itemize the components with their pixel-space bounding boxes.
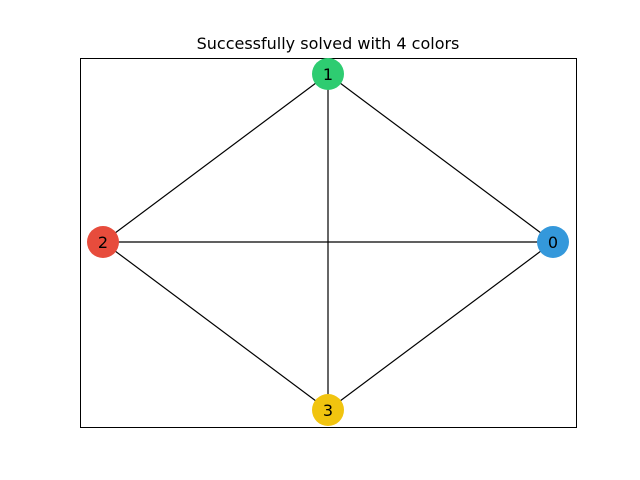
nodes-layer: 0 1 2 3 — [87, 58, 569, 426]
node-label-2: 2 — [98, 233, 108, 252]
node-circle-3 — [312, 394, 344, 426]
node-2: 2 — [87, 226, 119, 258]
node-circle-1 — [312, 58, 344, 90]
edge-0-1 — [327, 73, 554, 243]
node-1: 1 — [312, 58, 344, 90]
node-label-3: 3 — [323, 401, 333, 420]
figure-title: Successfully solved with 4 colors — [197, 34, 460, 53]
node-3: 3 — [312, 394, 344, 426]
node-circle-0 — [537, 226, 569, 258]
edge-2-3 — [102, 241, 329, 411]
node-label-1: 1 — [323, 65, 333, 84]
edge-1-2 — [102, 73, 329, 243]
node-0: 0 — [537, 226, 569, 258]
edges-layer — [102, 73, 554, 411]
node-label-0: 0 — [548, 233, 558, 252]
node-circle-2 — [87, 226, 119, 258]
edge-0-3 — [327, 241, 554, 411]
